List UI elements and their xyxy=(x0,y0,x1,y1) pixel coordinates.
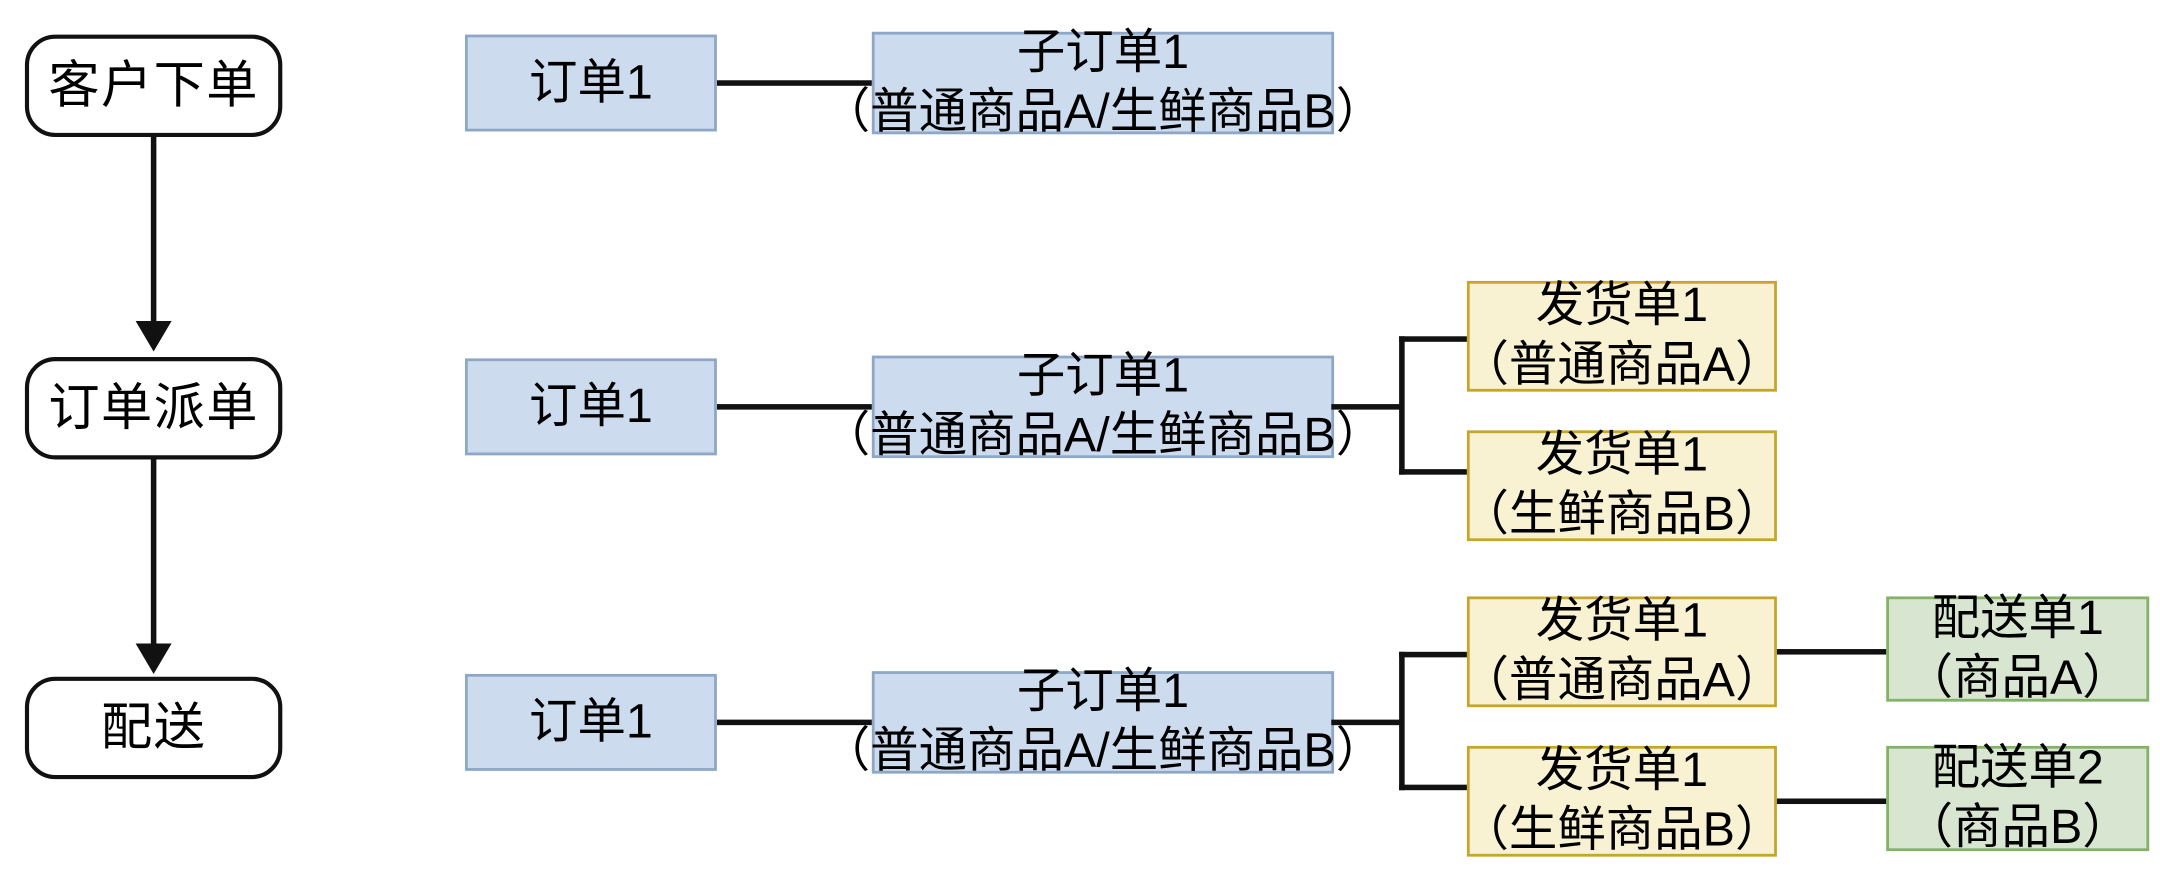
shipment-title: 发货单1 xyxy=(1535,428,1709,483)
row3-suborder-box[interactable]: 子订单1 （普通商品A/生鲜商品B） xyxy=(822,665,1384,778)
row2-suborder-box[interactable]: 子订单1 （普通商品A/生鲜商品B） xyxy=(822,349,1384,462)
row3-order-box[interactable]: 订单1 xyxy=(464,673,717,771)
connector-r3-suborder-stem xyxy=(1331,719,1404,726)
suborder-title: 子订单1 xyxy=(1016,349,1190,404)
stage-box-place-order[interactable]: 客户下单 xyxy=(24,34,283,138)
order-label: 订单1 xyxy=(529,378,653,433)
row3-delivery-box-2[interactable]: 配送单2 （商品B） xyxy=(1886,741,2150,854)
connector-r3-branch-bottom xyxy=(1399,784,1472,791)
connector-r3-split-bar xyxy=(1399,651,1405,791)
row3-shipment-box-2[interactable]: 发货单1 （生鲜商品B） xyxy=(1460,744,1783,857)
row3-shipment-box-1[interactable]: 发货单1 （普通商品A） xyxy=(1460,594,1783,708)
delivery-title: 配送单2 xyxy=(1931,740,2104,795)
order-label: 订单1 xyxy=(529,694,653,749)
row2-shipment-box-1[interactable]: 发货单1 （普通商品A） xyxy=(1460,279,1783,392)
row3-delivery-box-1[interactable]: 配送单1 （商品A） xyxy=(1886,591,2150,704)
row1-suborder-box[interactable]: 子订单1 （普通商品A/生鲜商品B） xyxy=(822,25,1384,138)
stage-box-delivery[interactable]: 配送 xyxy=(24,676,283,780)
shipment-items: （生鲜商品B） xyxy=(1460,487,1784,542)
stage-box-dispatch[interactable]: 订单派单 xyxy=(24,357,283,460)
shipment-title: 发货单1 xyxy=(1535,278,1709,333)
shipment-items: （生鲜商品B） xyxy=(1460,802,1784,857)
delivery-items: （商品B） xyxy=(1904,799,2131,854)
row2-order-box[interactable]: 订单1 xyxy=(464,358,717,456)
connector-r2-order-to-suborder xyxy=(716,404,875,410)
suborder-items: （普通商品A/生鲜商品B） xyxy=(821,408,1385,463)
row2-shipment-box-2[interactable]: 发货单1 （生鲜商品B） xyxy=(1460,428,1783,542)
connector-r2-split-bar xyxy=(1399,336,1405,475)
connector-r3-order-to-suborder xyxy=(716,719,875,726)
delivery-items: （商品A） xyxy=(1904,650,2131,705)
suborder-items: （普通商品A/生鲜商品B） xyxy=(821,84,1385,139)
suborder-title: 子订单1 xyxy=(1016,25,1190,80)
shipment-items: （普通商品A） xyxy=(1460,337,1784,392)
connector-r1-order-to-suborder xyxy=(716,80,875,86)
suborder-items: （普通商品A/生鲜商品B） xyxy=(821,723,1385,778)
connector-stage2-to-stage3 xyxy=(150,459,157,654)
stage-label: 配送 xyxy=(101,699,207,757)
connector-r3-shipment2-to-delivery2 xyxy=(1776,798,1888,805)
row1-order-box[interactable]: 订单1 xyxy=(464,34,717,132)
shipment-items: （普通商品A） xyxy=(1460,653,1784,708)
connector-r3-branch-top xyxy=(1399,651,1472,658)
shipment-title: 发货单1 xyxy=(1535,743,1709,798)
arrow-head-stage3 xyxy=(135,643,172,674)
connector-stage1-to-stage2 xyxy=(150,137,157,331)
connector-r2-suborder-stem xyxy=(1331,404,1404,410)
stage-label: 订单派单 xyxy=(48,379,259,437)
delivery-title: 配送单1 xyxy=(1931,591,2104,646)
stage-label: 客户下单 xyxy=(48,57,259,115)
shipment-title: 发货单1 xyxy=(1535,594,1709,649)
connector-r2-branch-bottom xyxy=(1399,469,1472,475)
connector-r3-shipment1-to-delivery1 xyxy=(1776,649,1888,655)
order-label: 订单1 xyxy=(529,54,653,109)
arrow-head-stage2 xyxy=(135,321,172,352)
suborder-title: 子订单1 xyxy=(1016,664,1190,719)
connector-r2-branch-top xyxy=(1399,336,1472,342)
